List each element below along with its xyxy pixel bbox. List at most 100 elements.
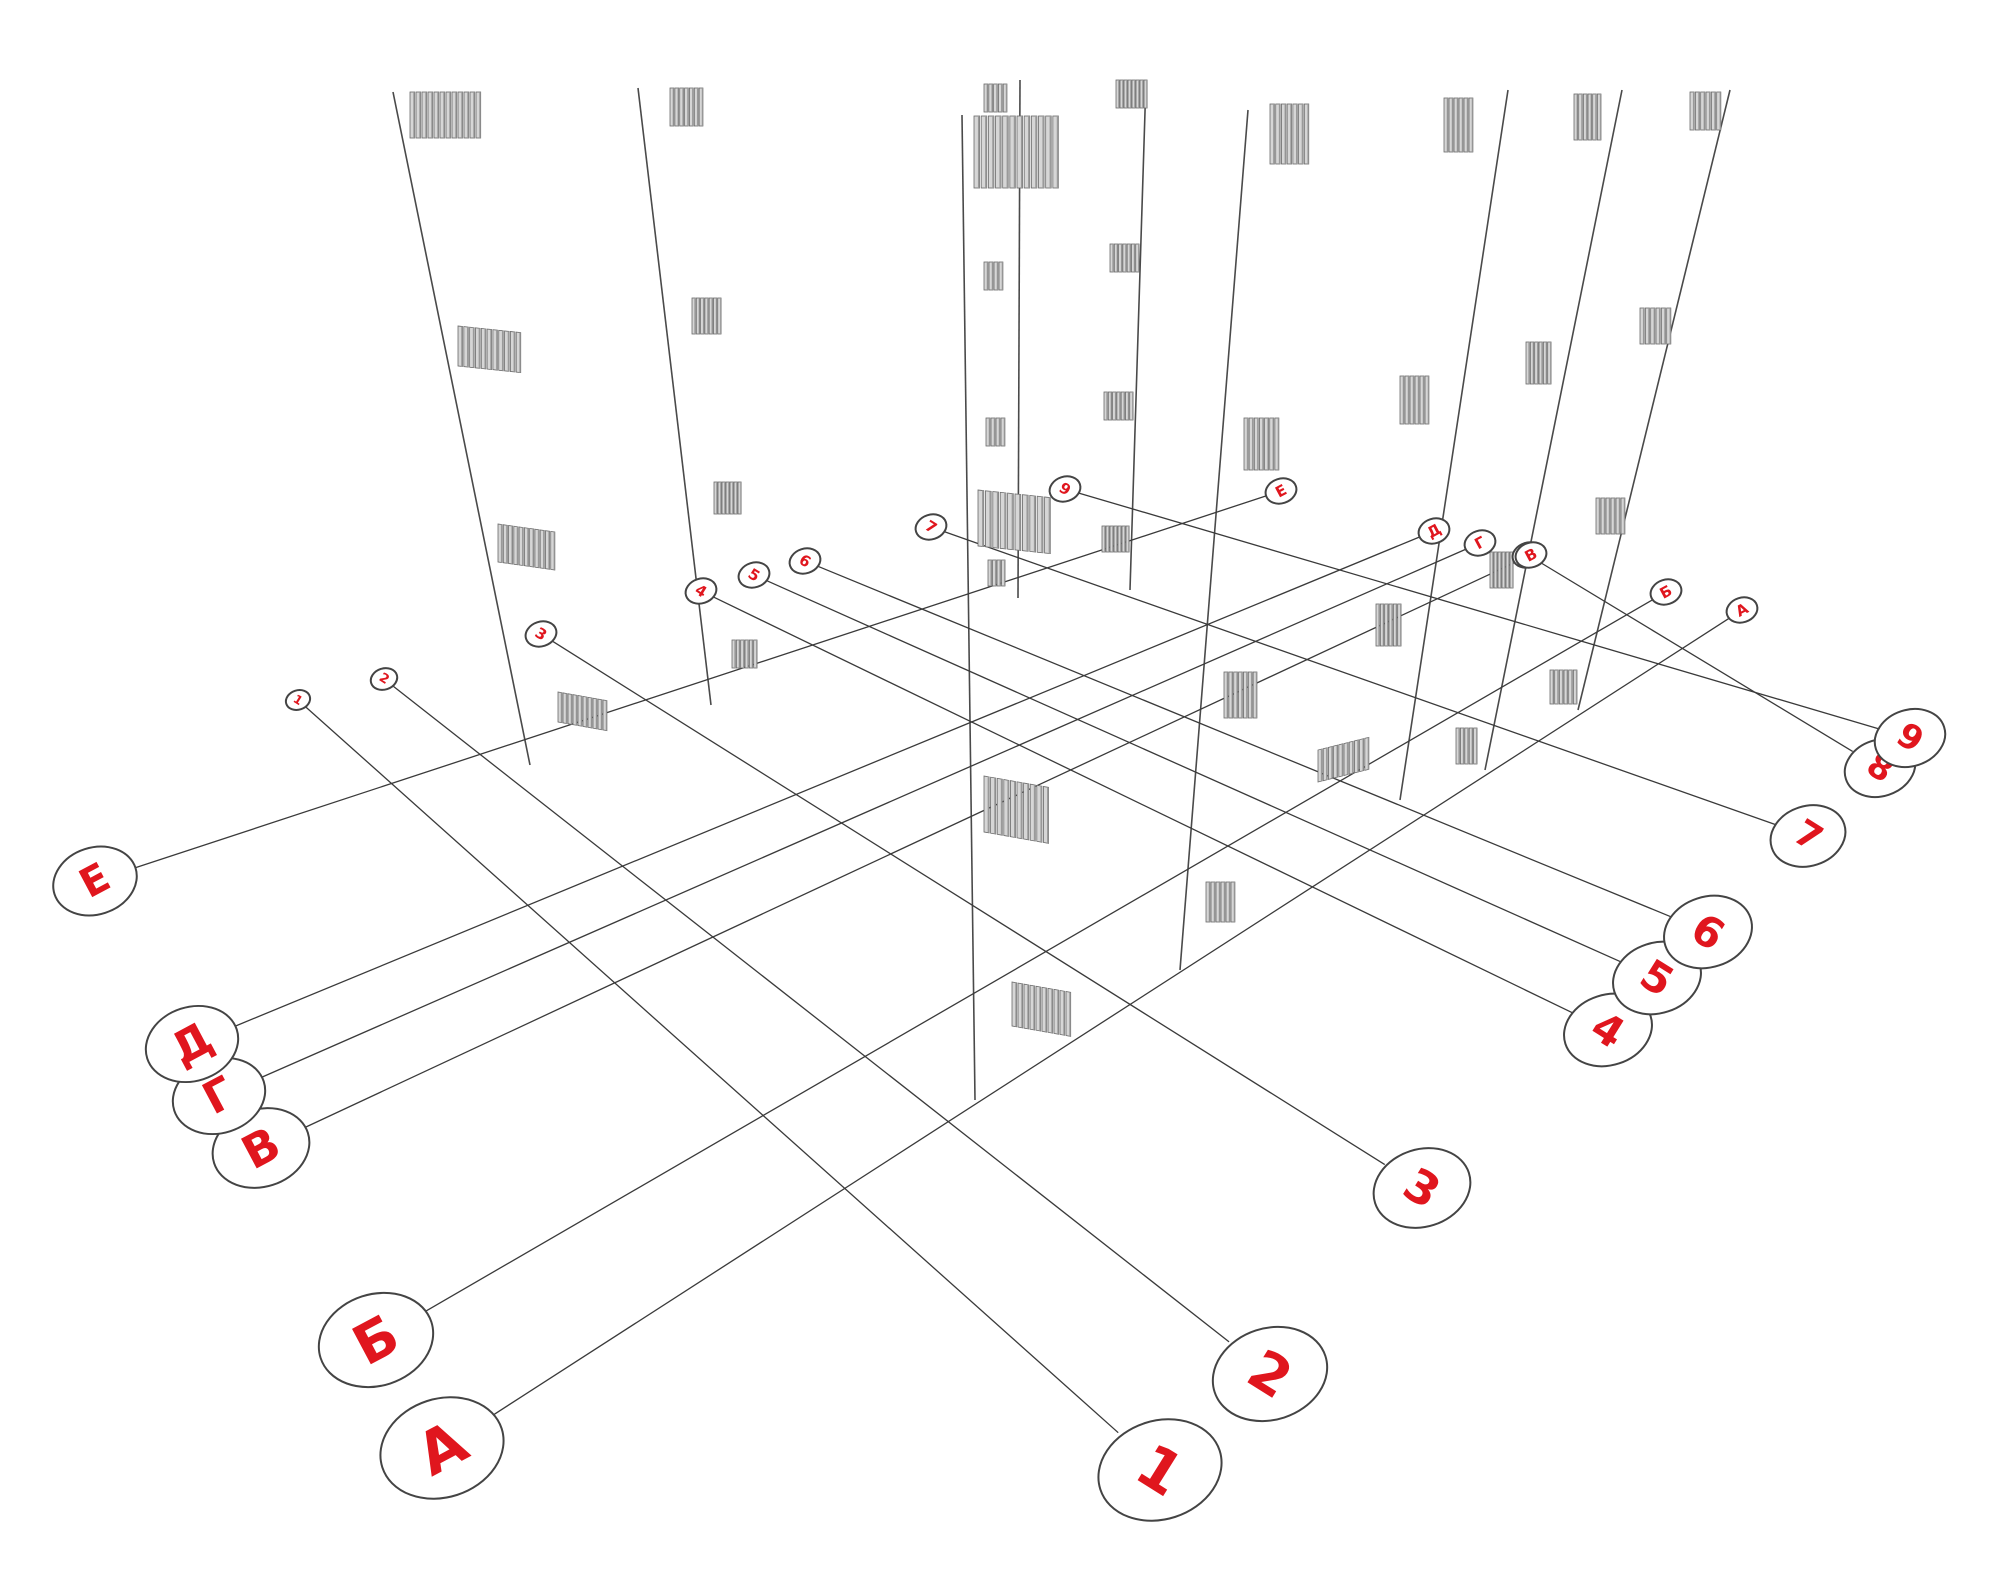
axis-bubble-letter-А-near[interactable]: А	[367, 1382, 517, 1514]
radiator-fin-shade	[1049, 116, 1052, 188]
radiator-fin-shade	[1033, 985, 1035, 1030]
radiator-fin-shade	[532, 528, 534, 568]
radiator-icon	[669, 87, 704, 127]
axis-bubble-number-3-far[interactable]: 3	[522, 617, 559, 650]
axis-bubble-letter-Б-far[interactable]: Б	[1647, 575, 1684, 608]
radiator-fin	[1409, 375, 1415, 425]
radiator-fin-shade	[1698, 92, 1700, 130]
radiator-fin-shade	[1476, 728, 1478, 764]
radiator-fin-shade	[1027, 783, 1029, 840]
radiator-fin	[708, 297, 713, 335]
axis-bubble-letter-В-far[interactable]: В	[1512, 538, 1549, 571]
radiator-fin-shade	[1120, 526, 1122, 552]
axis-line-number-6	[817, 565, 1672, 918]
radiator-fin	[1247, 671, 1253, 719]
radiator-fin-shade	[1273, 104, 1275, 164]
column-line-7	[1399, 89, 1509, 801]
radiator-fin-shade	[740, 482, 742, 514]
axis-bubble-letter-А-far[interactable]: А	[1723, 593, 1760, 626]
radiator-fin	[1468, 97, 1474, 153]
radiator-fin-shade	[991, 262, 993, 290]
column-line-9	[1577, 89, 1731, 711]
radiator-fin-shade	[560, 692, 562, 723]
radiator-fin	[1126, 243, 1131, 273]
radiator-fin-shade	[996, 84, 998, 112]
radiator-fin	[1460, 727, 1465, 765]
radiator-fin-shade	[1020, 782, 1023, 839]
radiator-fin-shade	[511, 525, 513, 565]
radiator-fin-shade	[1228, 882, 1230, 922]
radiator-fin-shade	[1104, 526, 1106, 552]
radiator-fin-shade	[1508, 552, 1510, 588]
axis-bubble-letter-Е-far[interactable]: Е	[1262, 474, 1299, 507]
radiator-fin-shade	[1467, 728, 1469, 764]
radiator-fin-shade	[1571, 670, 1573, 704]
radiator-fin-shade	[1296, 104, 1298, 164]
radiator-fin-shade	[1669, 308, 1671, 344]
radiator-fin-shade	[1719, 92, 1721, 130]
radiator-fin	[735, 639, 741, 669]
axis-bubble-circle	[1663, 894, 1753, 970]
radiator-fin-shade	[1378, 604, 1380, 646]
axis-bubble-circle	[284, 689, 312, 711]
radiator-fin-shade	[1126, 80, 1128, 108]
radiator-fin-shade	[1284, 104, 1286, 164]
radiator-icon	[1223, 671, 1258, 719]
radiator-fin-shade	[1336, 745, 1338, 778]
axis-bubble-number-1-far[interactable]: 1	[283, 687, 312, 713]
radiator-fin-shade	[1598, 498, 1600, 534]
axis-bubble-number-9-far[interactable]: 9	[1046, 472, 1083, 505]
radiator-fin-shade	[1267, 418, 1269, 470]
radiator-fin-shade	[1272, 418, 1274, 470]
axis-bubble-letter-Д-far[interactable]: Д	[1415, 514, 1452, 547]
axis-bubble-number-7-far[interactable]: 7	[912, 510, 949, 543]
axis-bubble-number-4-far[interactable]: 4	[682, 574, 719, 607]
radiator-fin-shade	[1277, 418, 1279, 470]
axis-bubble-letter-Б-near[interactable]: Б	[306, 1278, 445, 1401]
radiator-fin-shade	[1035, 116, 1037, 188]
radiator-fin	[1220, 881, 1226, 923]
axis-bubble-number-5-far[interactable]: 5	[735, 558, 772, 591]
radiator-fin-shade	[501, 330, 504, 371]
radiator-fin	[1120, 391, 1125, 421]
axis-line-number-8	[1539, 561, 1853, 752]
radiator-fin-shade	[431, 92, 433, 138]
radiator-fin	[1529, 341, 1535, 385]
axis-bubble-number-2-far[interactable]: 2	[368, 665, 400, 693]
radiator-fin-shade	[1112, 244, 1114, 272]
axis-bubble-letter-Д-near[interactable]: Д	[136, 994, 248, 1093]
radiator-fin-shade	[987, 776, 990, 833]
axis-bubble-letter-Г-far[interactable]: Г	[1461, 526, 1498, 559]
radiator-icon	[457, 325, 522, 374]
radiator-fin	[1205, 881, 1211, 923]
radiator-fin-shade	[1412, 376, 1414, 424]
radiator-icon	[1443, 97, 1474, 153]
radiator-icon	[1455, 727, 1478, 765]
axis-bubble-number-2-near[interactable]: 2	[1200, 1312, 1339, 1435]
axis-bubble-number-3-near[interactable]: 3	[1363, 1136, 1481, 1240]
radiator-fin	[1615, 497, 1621, 535]
radiator-fin-shade	[1138, 244, 1140, 272]
radiator-fin	[1225, 881, 1231, 923]
radiator-fin	[1538, 341, 1543, 385]
radiator-fin-shade	[1110, 392, 1112, 420]
radiator-fin-shade	[998, 418, 1000, 446]
axis-bubble-number-9-near[interactable]: 9	[1867, 700, 1953, 776]
radiator-fin	[1215, 881, 1221, 923]
axis-bubble-letter-Е-near[interactable]: Е	[44, 836, 146, 926]
axis-bubble-number-4-near[interactable]: 4	[1555, 983, 1662, 1078]
axis-bubble-number-1-near[interactable]: 1	[1085, 1404, 1235, 1536]
radiator-fin-shade	[1341, 743, 1343, 777]
axis-bubble-number-6-near[interactable]: 6	[1655, 885, 1762, 980]
column-line-8	[1484, 89, 1623, 771]
radiator-icon	[497, 523, 556, 571]
radiator-fin-shade	[1005, 84, 1007, 112]
radiator-fin-shade	[677, 88, 679, 126]
axis-bubble-number-6-far[interactable]: 6	[786, 544, 823, 577]
radiator-fin	[1399, 375, 1405, 425]
axis-bubble-number-7-near[interactable]: 7	[1763, 796, 1854, 876]
radiator-fin-shade	[1129, 244, 1131, 272]
radiator-icon	[983, 261, 1004, 291]
radiator-fin	[1375, 603, 1380, 647]
radiator-fin-shade	[720, 298, 722, 334]
